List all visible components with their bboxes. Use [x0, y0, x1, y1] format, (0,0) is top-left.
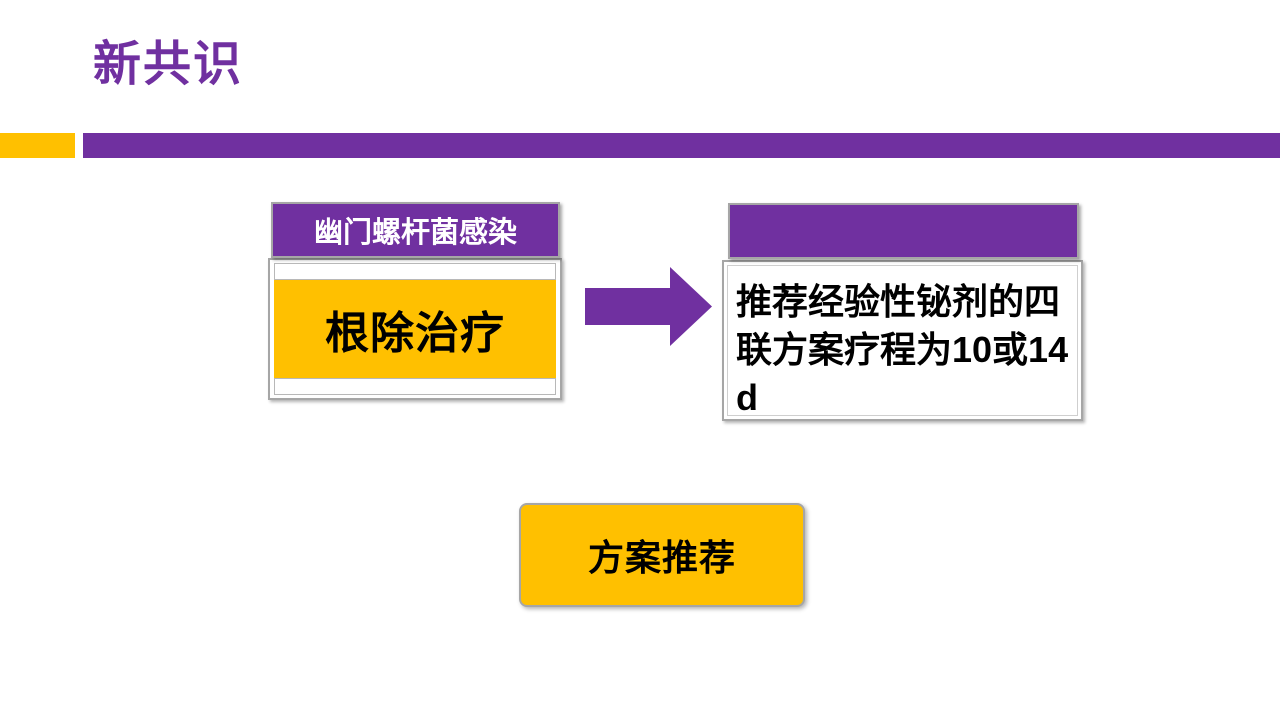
eradication-therapy-label: 根除治疗 [274, 279, 556, 379]
hp-infection-card-body: 根除治疗 [268, 258, 562, 400]
hp-infection-card-header: 幽门螺杆菌感染 [271, 202, 560, 258]
recommendation-card-header [728, 203, 1079, 259]
gold-accent-bar [0, 133, 75, 158]
plan-recommendation-button[interactable]: 方案推荐 [519, 503, 805, 607]
recommendation-card-body: 推荐经验性铋剂的四联方案疗程为10或14d [722, 260, 1083, 421]
right-arrow-icon [585, 267, 712, 346]
decorative-strip-bottom [274, 378, 556, 395]
purple-accent-bar [83, 133, 1280, 158]
page-title: 新共识 [93, 38, 244, 91]
decorative-strip-top [274, 263, 556, 280]
